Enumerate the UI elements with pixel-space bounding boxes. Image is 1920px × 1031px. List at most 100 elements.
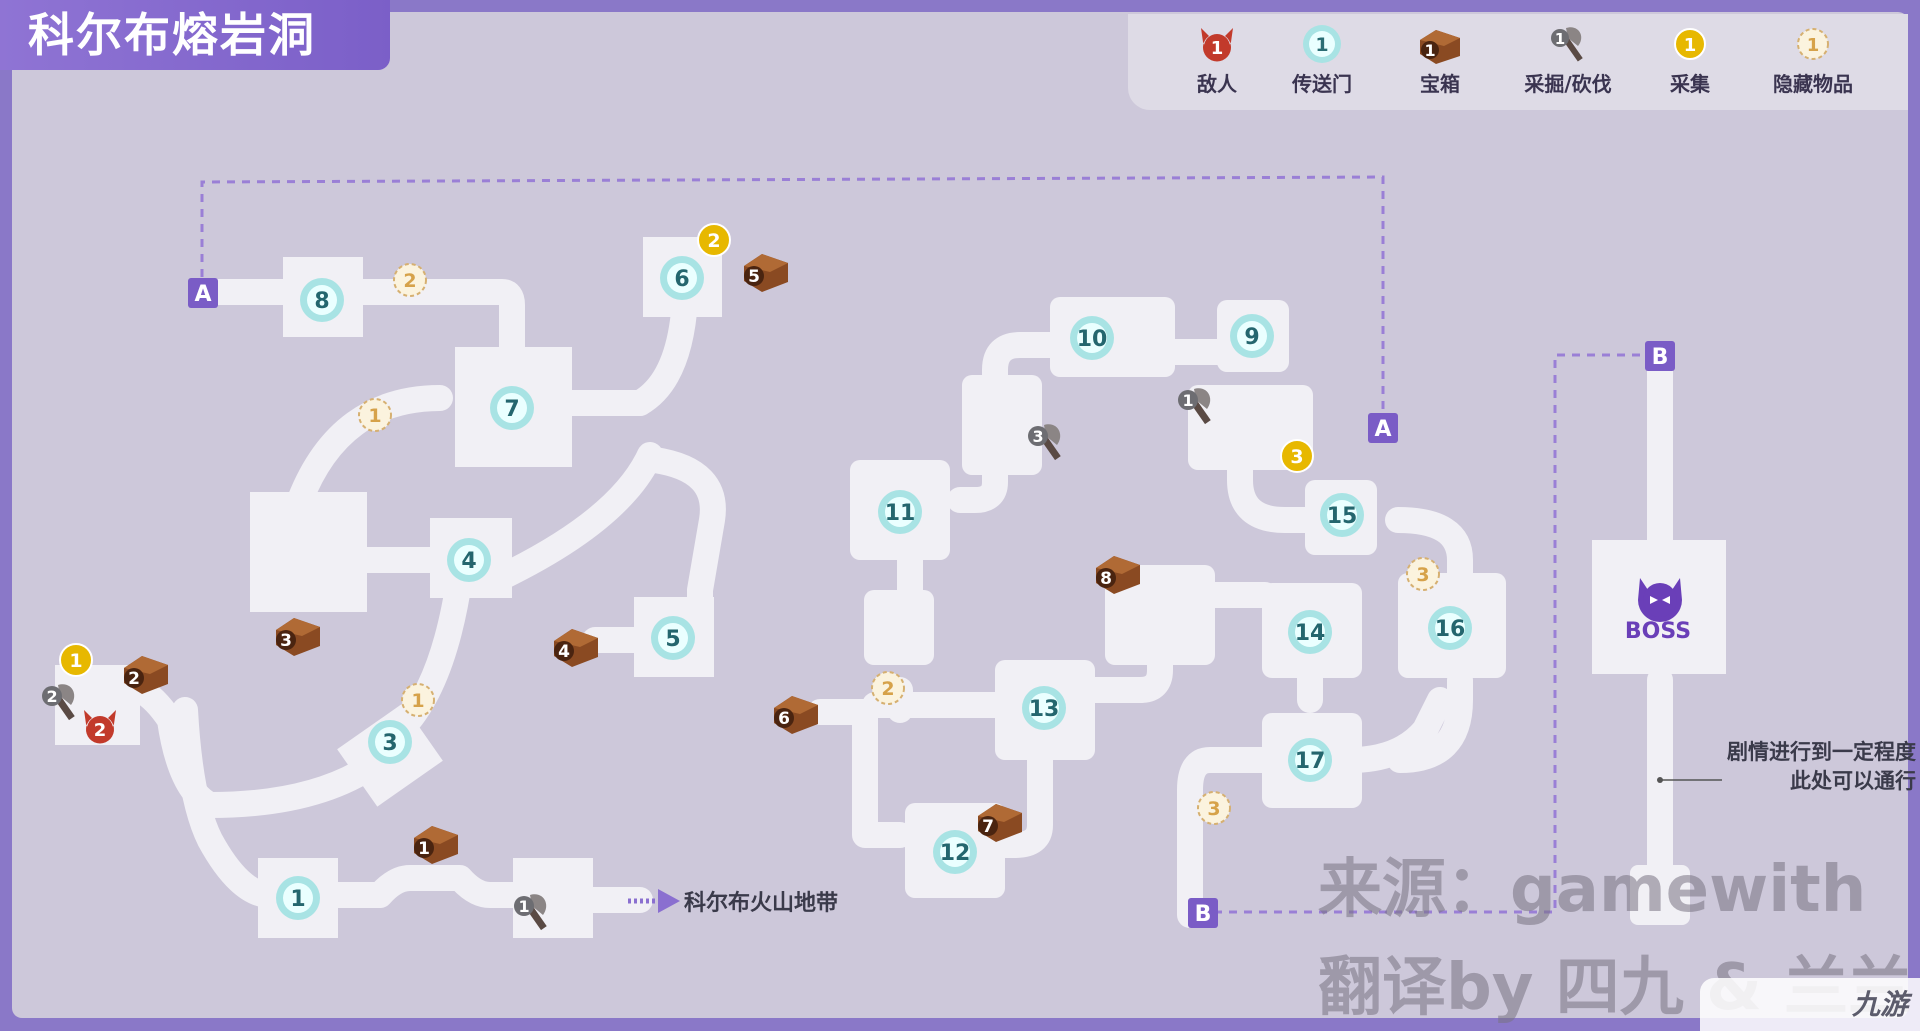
enemy-2[interactable]: 2 bbox=[84, 710, 116, 744]
svg-text:1: 1 bbox=[518, 897, 529, 916]
portal-9[interactable]: 9 bbox=[1230, 314, 1274, 358]
svg-text:8: 8 bbox=[314, 289, 329, 314]
chest-3[interactable]: 3 bbox=[276, 618, 320, 656]
svg-text:7: 7 bbox=[982, 817, 994, 837]
boss-label: BOSS bbox=[1625, 619, 1691, 644]
svg-text:A: A bbox=[194, 282, 211, 307]
chest-6[interactable]: 6 bbox=[774, 696, 818, 734]
svg-text:16: 16 bbox=[1435, 617, 1466, 642]
svg-text:5: 5 bbox=[665, 627, 680, 652]
hidden-1-upper[interactable]: 1 bbox=[358, 398, 392, 432]
link-badges: A A B B bbox=[188, 278, 1675, 928]
svg-text:1: 1 bbox=[290, 887, 305, 912]
svg-text:3: 3 bbox=[382, 731, 397, 756]
mining-2[interactable]: 2 bbox=[42, 684, 75, 721]
portal-11[interactable]: 11 bbox=[878, 490, 922, 534]
chest-1[interactable]: 1 bbox=[414, 826, 458, 864]
svg-text:2: 2 bbox=[46, 687, 57, 706]
link-lines bbox=[200, 175, 1640, 914]
svg-text:6: 6 bbox=[674, 267, 689, 292]
svg-text:3: 3 bbox=[1290, 446, 1303, 468]
chest-icon: 1 bbox=[1420, 30, 1460, 64]
mining-3[interactable]: 3 bbox=[1028, 424, 1061, 461]
chest-8[interactable]: 8 bbox=[1096, 556, 1140, 594]
svg-text:1: 1 bbox=[368, 405, 381, 427]
svg-text:11: 11 bbox=[885, 501, 916, 526]
legend-hidden-label: 隐藏物品 bbox=[1773, 72, 1853, 96]
legend-mining-label: 采掘/砍伐 bbox=[1524, 72, 1612, 96]
portal-1[interactable]: 1 bbox=[276, 876, 320, 920]
portal-5[interactable]: 5 bbox=[651, 616, 695, 660]
portal-3[interactable]: 3 bbox=[368, 720, 412, 764]
mining-1-north[interactable]: 1 bbox=[1178, 388, 1211, 425]
chest-5[interactable]: 5 bbox=[744, 254, 788, 292]
link-b-north: B bbox=[1645, 341, 1675, 371]
portal-8[interactable]: 8 bbox=[300, 278, 344, 322]
gather-points: 1 2 3 bbox=[59, 223, 1314, 677]
svg-text:3: 3 bbox=[280, 631, 292, 651]
legend-mining: 1 采掘/砍伐 bbox=[1513, 22, 1623, 97]
portal-icon: 1 bbox=[1303, 25, 1341, 63]
legend-chest-label: 宝箱 bbox=[1420, 72, 1460, 96]
portal-10[interactable]: 10 bbox=[1070, 316, 1114, 360]
axe-icon: 1 bbox=[1551, 27, 1583, 62]
hidden-3-south[interactable]: 3 bbox=[1197, 791, 1231, 825]
svg-text:1: 1 bbox=[1807, 35, 1820, 56]
legend-portal: 1 传送门 bbox=[1267, 22, 1377, 97]
portal-14[interactable]: 14 bbox=[1288, 610, 1332, 654]
portal-13[interactable]: 13 bbox=[1022, 686, 1066, 730]
chest-2[interactable]: 2 bbox=[124, 656, 168, 694]
svg-text:B: B bbox=[1652, 345, 1669, 370]
svg-text:13: 13 bbox=[1029, 697, 1060, 722]
gather-2[interactable]: 2 bbox=[697, 223, 731, 257]
hidden-1-lower[interactable]: 1 bbox=[401, 683, 435, 717]
hidden-2-west[interactable]: 2 bbox=[393, 263, 427, 297]
portal-6[interactable]: 6 bbox=[660, 256, 704, 300]
svg-text:2: 2 bbox=[128, 669, 140, 689]
link-b-south: B bbox=[1188, 898, 1218, 928]
hidden-3-east[interactable]: 3 bbox=[1406, 557, 1440, 591]
exit-arrow[interactable] bbox=[628, 889, 680, 913]
svg-text:1: 1 bbox=[1211, 38, 1224, 59]
portal-4[interactable]: 4 bbox=[447, 538, 491, 582]
portal-7[interactable]: 7 bbox=[490, 386, 534, 430]
svg-text:17: 17 bbox=[1295, 749, 1326, 774]
note-pointer bbox=[1657, 777, 1722, 783]
svg-text:1: 1 bbox=[69, 650, 82, 672]
mining-1-east[interactable]: 1 bbox=[514, 894, 547, 931]
portal-17[interactable]: 17 bbox=[1288, 738, 1332, 782]
svg-text:6: 6 bbox=[778, 709, 790, 729]
legend-panel: 1 敌人 1 传送门 1 宝箱 1 采掘/砍伐 1 采集 bbox=[1128, 14, 1908, 110]
hidden-item-icon: 1 bbox=[1797, 28, 1829, 60]
legend-portal-label: 传送门 bbox=[1292, 72, 1352, 96]
svg-text:4: 4 bbox=[461, 549, 476, 574]
chest-7[interactable]: 7 bbox=[978, 804, 1022, 842]
svg-text:3: 3 bbox=[1207, 798, 1220, 820]
portal-12[interactable]: 12 bbox=[933, 830, 977, 874]
note-line-1: 剧情进行到一定程度 bbox=[1727, 740, 1916, 764]
svg-text:1: 1 bbox=[418, 839, 430, 859]
svg-text:14: 14 bbox=[1295, 621, 1326, 646]
svg-text:10: 10 bbox=[1077, 327, 1108, 352]
portals: 1 3 4 5 6 7 8 9 10 11 12 13 14 15 16 17 bbox=[276, 256, 1472, 920]
chest-4[interactable]: 4 bbox=[554, 629, 598, 667]
boss-room[interactable]: BOSS bbox=[1625, 578, 1691, 644]
svg-text:2: 2 bbox=[707, 230, 720, 252]
link-a-west: A bbox=[188, 278, 218, 308]
portal-15[interactable]: 15 bbox=[1320, 493, 1364, 537]
portal-16[interactable]: 16 bbox=[1428, 606, 1472, 650]
gather-1[interactable]: 1 bbox=[59, 643, 93, 677]
svg-text:12: 12 bbox=[940, 841, 971, 866]
hidden-2-center[interactable]: 2 bbox=[871, 671, 905, 705]
legend-hidden: 1 隐藏物品 bbox=[1758, 22, 1868, 97]
svg-text:3: 3 bbox=[1032, 427, 1043, 446]
mining-points: 1 1 2 3 bbox=[42, 388, 1211, 931]
svg-text:7: 7 bbox=[504, 397, 519, 422]
svg-text:3: 3 bbox=[1416, 564, 1429, 586]
link-a-east: A bbox=[1368, 413, 1398, 443]
svg-text:2: 2 bbox=[403, 270, 416, 292]
gather-3[interactable]: 3 bbox=[1280, 439, 1314, 473]
svg-text:B: B bbox=[1195, 902, 1212, 927]
watermark-source: 来源：gamewith bbox=[1318, 853, 1867, 927]
